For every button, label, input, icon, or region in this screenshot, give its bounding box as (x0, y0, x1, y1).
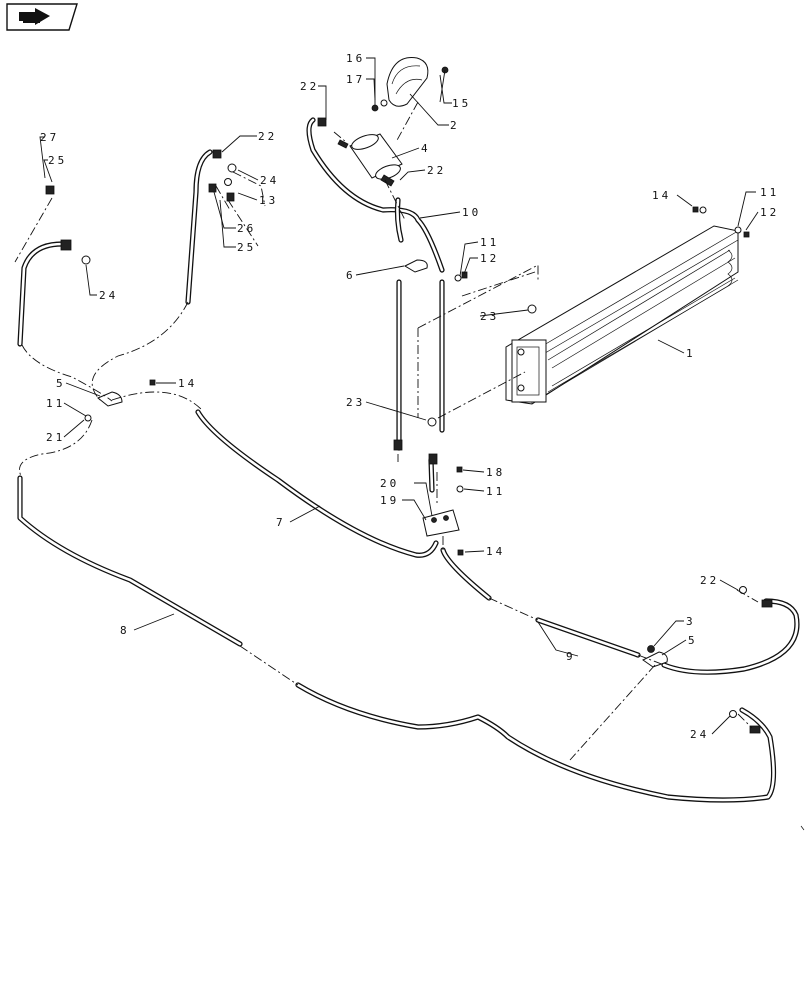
callout-22: 22 (300, 80, 319, 93)
hose-upper-left-22 (185, 149, 213, 305)
callout-18: 18 (486, 466, 505, 479)
callout-14: 14 (486, 545, 505, 558)
callout-25: 25 (237, 241, 256, 254)
callout-23: 23 (480, 310, 499, 323)
callout-14: 14 (652, 189, 671, 202)
next-page-button[interactable] (6, 3, 78, 31)
callout-26: 26 (237, 222, 256, 235)
hose-left-24 (17, 241, 65, 347)
callout-27: 27 (40, 131, 59, 144)
callout-4: 4 (421, 142, 431, 155)
callout-2: 2 (450, 119, 460, 132)
callout-25: 25 (48, 154, 67, 167)
callout-15: 15 (452, 97, 471, 110)
drier-bracket (386, 57, 429, 107)
callout-21: 21 (46, 431, 65, 444)
callout-9: 9 (566, 650, 576, 663)
bracket-19 (422, 509, 460, 537)
clamp-5-right (642, 651, 668, 668)
callout-6: 6 (346, 269, 356, 282)
vertical-line-right (428, 279, 445, 493)
callout-7: 7 (276, 516, 286, 529)
callout-11: 11 (760, 186, 779, 199)
clamp-6 (403, 259, 428, 273)
callout-5: 5 (56, 377, 66, 390)
callout-22: 22 (700, 574, 719, 587)
callout-3: 3 (686, 615, 696, 628)
callout-10: 10 (462, 206, 481, 219)
callout-14: 14 (178, 377, 197, 390)
callout-22: 22 (258, 130, 277, 143)
callout-23: 23 (346, 396, 365, 409)
callout-24: 24 (690, 728, 709, 741)
callout-8: 8 (120, 624, 130, 637)
callout-12: 12 (480, 252, 499, 265)
hose-9 (440, 547, 800, 675)
callout-13: 13 (259, 194, 278, 207)
hose-8 (17, 475, 777, 803)
callout-12: 12 (760, 206, 779, 219)
callout-5: 5 (688, 634, 698, 647)
next-page-arrow-icon (19, 8, 50, 25)
callout-11: 11 (46, 397, 65, 410)
callout-24: 24 (99, 289, 118, 302)
callout-24: 24 (260, 174, 279, 187)
condenser (505, 225, 739, 405)
hose-7 (195, 409, 439, 558)
callout-1: 1 (686, 347, 696, 360)
callout-20: 20 (380, 477, 399, 490)
hose-10 (306, 117, 445, 273)
callout-22: 22 (427, 164, 446, 177)
callout-19: 19 (380, 494, 399, 507)
callout-16: 16 (346, 52, 365, 65)
receiver-drier (337, 133, 403, 187)
callout-11: 11 (480, 236, 499, 249)
callout-17: 17 (346, 73, 365, 86)
callout-11: 11 (486, 485, 505, 498)
